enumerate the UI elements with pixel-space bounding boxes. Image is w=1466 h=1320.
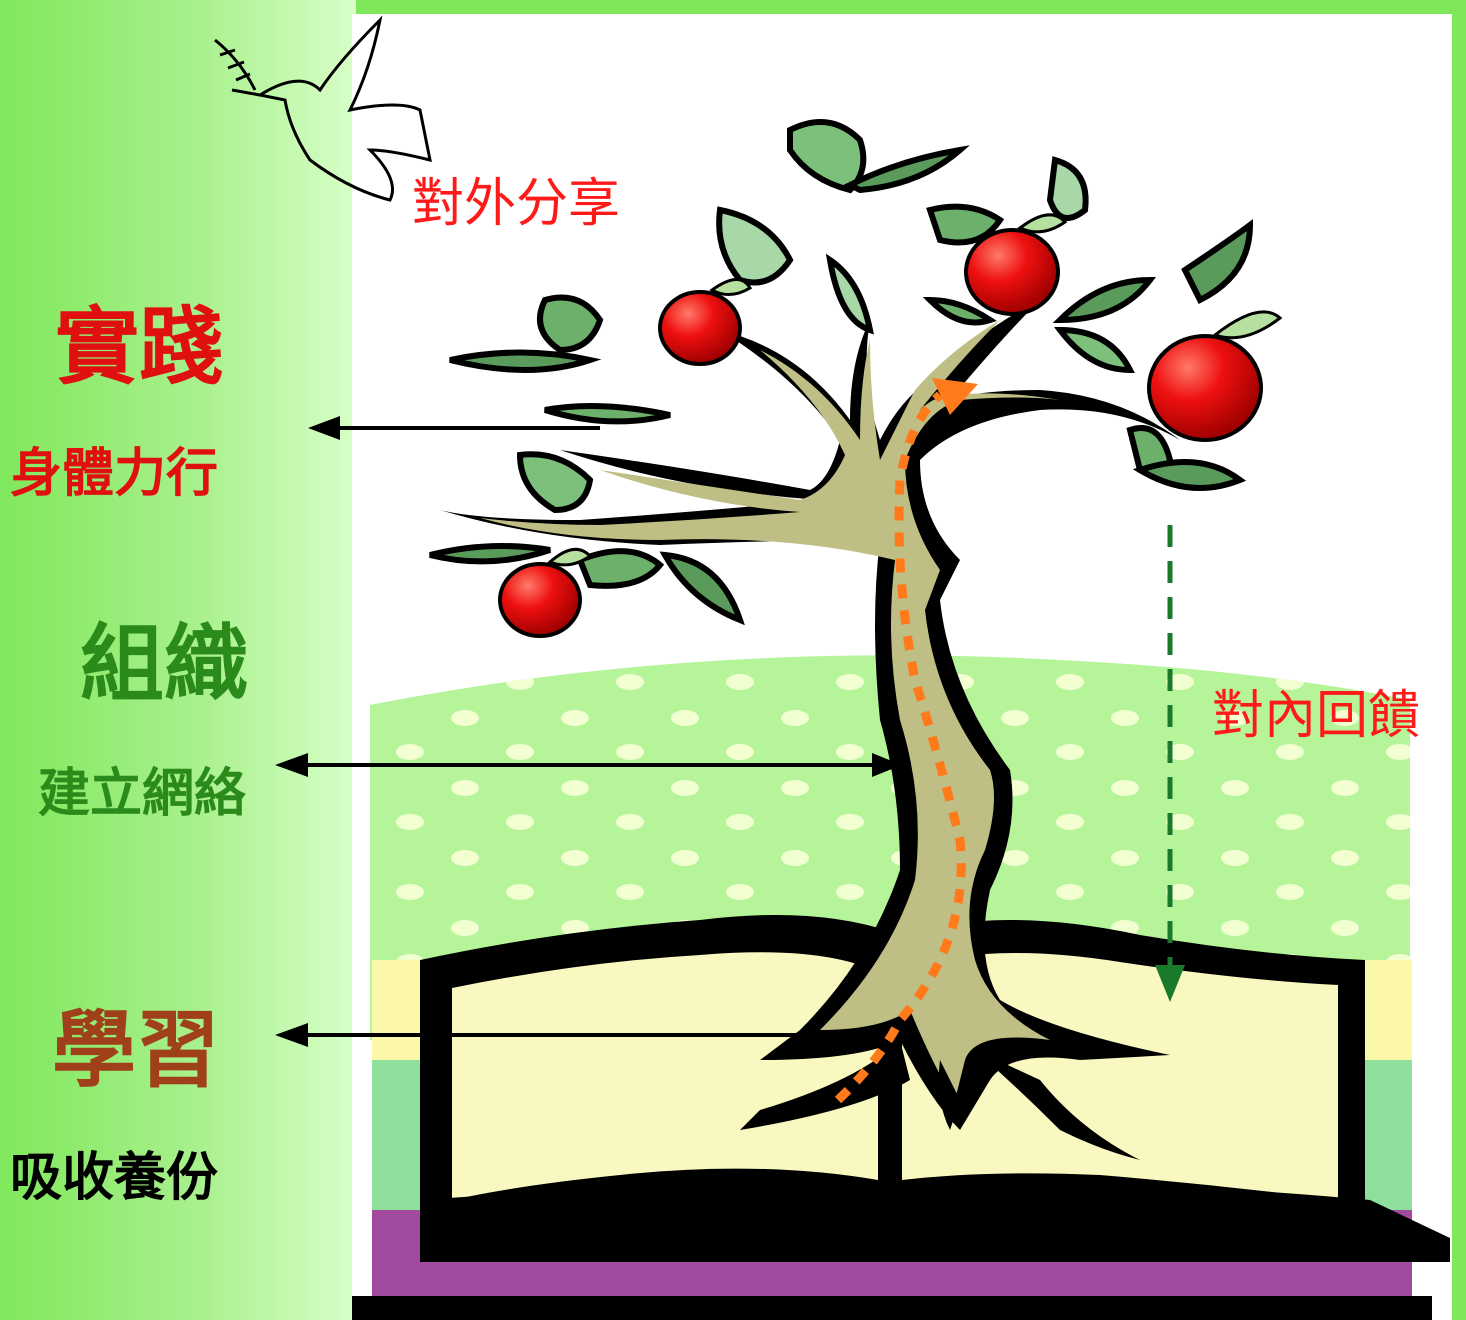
share-label: 對外分享 (412, 174, 621, 234)
learn-sub-label: 吸收養份 (10, 1148, 219, 1208)
organize-label: 組織 (80, 615, 249, 713)
sap-flow-arrow (834, 378, 978, 1104)
practice-label: 實踐 (55, 298, 224, 396)
apple-leaf-icons (547, 213, 1283, 567)
left-panel (0, 0, 356, 1320)
learn-label: 學習 (52, 1001, 221, 1099)
feedback-label: 對內回饋 (1212, 686, 1421, 746)
feedback-arrow (1155, 525, 1185, 1002)
practice-sub-label: 身體力行 (10, 444, 219, 504)
dove-icon (214, 15, 432, 202)
leaf-icon (429, 119, 1254, 626)
tree-icon (440, 300, 1180, 1160)
pointer-arrows (275, 416, 902, 1047)
apple-icon (498, 228, 1263, 638)
organize-sub-label: 建立網絡 (38, 764, 247, 824)
